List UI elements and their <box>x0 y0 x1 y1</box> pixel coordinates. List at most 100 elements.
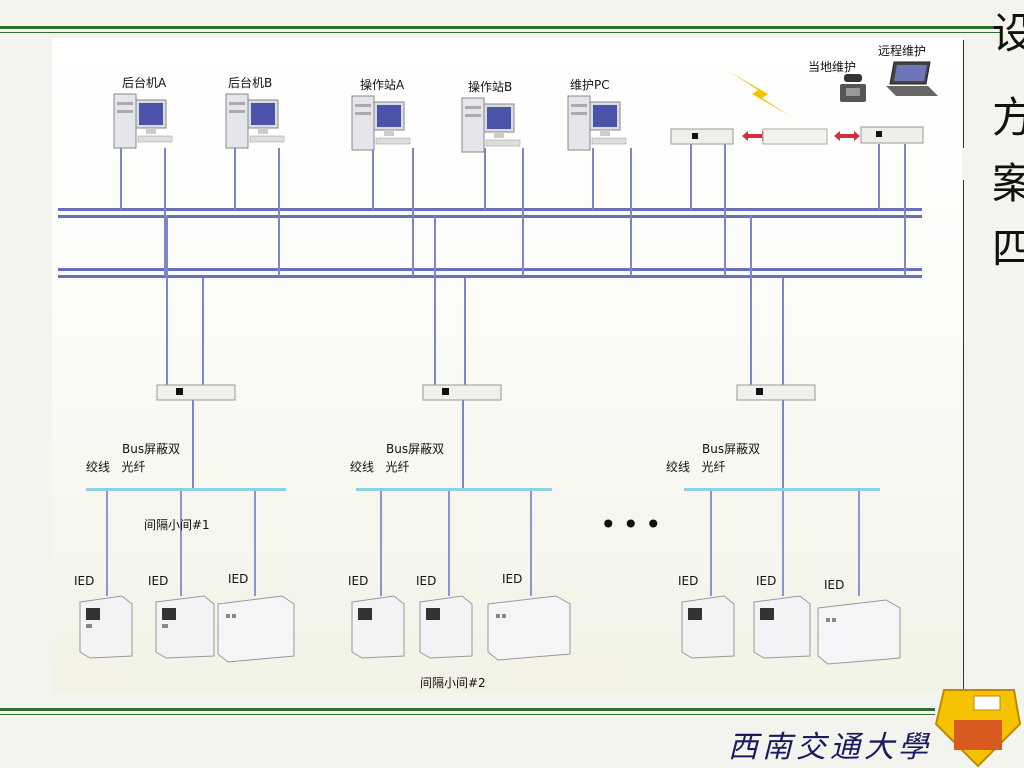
bay2-ied2-label: IED <box>416 574 437 588</box>
bay3-cable-label-2: 绞线 光纤 <box>666 460 726 474</box>
computer-icon <box>351 95 411 151</box>
bay1-uplink-1 <box>166 215 168 385</box>
station-bus-lower <box>58 268 922 271</box>
bay1-name: 间隔小间#1 <box>144 518 210 532</box>
drop-e1 <box>592 148 594 210</box>
computer-icon <box>113 93 173 149</box>
ied-device-icon <box>155 595 215 659</box>
drop-modem2 <box>724 144 726 276</box>
bay3-ied3-drop <box>858 491 860 596</box>
network-diagram: 后台机A 后台机B 操作站A 操作站B 维护PC <box>52 38 962 693</box>
bay1-ied3-label: IED <box>228 572 249 586</box>
workstation-label-d: 操作站B <box>468 80 513 94</box>
bay3-switch-icon <box>736 384 816 401</box>
workstation-label-b: 后台机B <box>228 76 273 90</box>
bay1-ied1-drop <box>106 491 108 596</box>
bay2-uplink-1 <box>434 215 436 385</box>
modem-icon <box>670 128 734 145</box>
bay3-cable-label-1: Bus屏蔽双 <box>702 442 761 456</box>
bay2-ied3-label: IED <box>502 572 523 586</box>
bay1-switch-icon <box>156 384 236 401</box>
university-logo-icon <box>934 689 1022 768</box>
ied-device-icon <box>817 599 901 665</box>
bay2-switch-icon <box>422 384 502 401</box>
drop-a1 <box>120 148 122 210</box>
bay1-ied3-drop <box>254 491 256 596</box>
ied-device-icon <box>681 595 735 659</box>
modem-icon <box>860 126 924 144</box>
bay1-ied1-label: IED <box>74 574 95 588</box>
bay1-ied2-label: IED <box>148 574 169 588</box>
telephone-icon <box>840 74 866 102</box>
bay2-ied1-drop <box>380 491 382 596</box>
station-bus-upper <box>58 208 922 211</box>
station-bus-lower-2 <box>58 275 922 278</box>
remote-maintenance-label: 远程维护 <box>878 44 927 58</box>
bay2-field-bus <box>356 488 552 491</box>
ied-device-icon <box>419 595 473 659</box>
bay1-cable-label-2: 绞线 光纤 <box>86 460 146 474</box>
workstation-label-e: 维护PC <box>570 78 610 92</box>
drop-e2 <box>630 148 632 276</box>
station-bus-upper-2 <box>58 215 922 218</box>
top-border-line <box>0 26 1000 29</box>
drop-b1 <box>234 148 236 210</box>
ied-device-icon <box>79 595 133 659</box>
bay3-switch-down <box>782 400 784 490</box>
bay3-ied2-drop <box>782 491 784 596</box>
drop-c1 <box>372 148 374 210</box>
drop-a2 <box>164 148 166 276</box>
drop-c2 <box>412 148 414 276</box>
ied-device-icon <box>487 595 571 661</box>
side-title-char-3: 案 <box>992 159 1024 208</box>
bay3-ied2-label: IED <box>756 574 777 588</box>
double-arrow-icon <box>742 131 768 141</box>
bay3-ied1-label: IED <box>678 574 699 588</box>
bay2-switch-down <box>462 400 464 490</box>
bay1-switch-down <box>192 400 194 490</box>
bay2-ied1-label: IED <box>348 574 369 588</box>
bay2-uplink-2 <box>464 278 466 385</box>
bay3-uplink-2 <box>782 278 784 385</box>
bay2-name: 间隔小间#2 <box>420 676 486 690</box>
bay2-cable-label-1: Bus屏蔽双 <box>386 442 445 456</box>
double-arrow-icon <box>834 131 860 141</box>
bay2-ied3-drop <box>530 491 532 596</box>
side-title-char-1: 设 <box>992 9 1024 58</box>
drop-modem1 <box>690 144 692 210</box>
modem-icon <box>762 128 828 145</box>
drop-modem4 <box>904 144 906 276</box>
right-vertical-line <box>963 40 964 148</box>
bay2-ied2-drop <box>448 491 450 596</box>
side-title-char-4: 四 <box>992 224 1024 273</box>
top-border-line-2 <box>0 32 1000 33</box>
workstation-label-a: 后台机A <box>122 76 167 90</box>
drop-d1 <box>484 148 486 210</box>
workstation-label-c: 操作站A <box>360 78 405 92</box>
bay3-field-bus <box>684 488 880 491</box>
right-vertical-line-2 <box>963 180 964 700</box>
ied-device-icon <box>217 595 295 663</box>
bay1-field-bus <box>86 488 286 491</box>
drop-modem3 <box>878 144 880 210</box>
bottom-border-line-2 <box>0 714 935 715</box>
bay1-uplink-2 <box>202 278 204 385</box>
bay3-ied1-drop <box>710 491 712 596</box>
university-name: 西南交通大學 <box>728 730 932 765</box>
bay3-ied3-label: IED <box>824 578 845 592</box>
drop-b2 <box>278 148 280 276</box>
computer-icon <box>567 95 627 151</box>
bay1-ied2-drop <box>180 491 182 596</box>
lightning-icon <box>730 72 790 116</box>
computer-icon <box>461 97 521 153</box>
drop-d2 <box>522 148 524 276</box>
bottom-border-line <box>0 708 935 711</box>
computer-icon <box>225 93 285 149</box>
more-bays-ellipsis: ••• <box>600 508 668 541</box>
ied-device-icon <box>753 595 811 659</box>
bay1-cable-label-1: Bus屏蔽双 <box>122 442 181 456</box>
laptop-icon <box>886 61 938 96</box>
ied-device-icon <box>351 595 405 659</box>
local-maintenance-label: 当地维护 <box>808 60 857 74</box>
side-title-char-2: 方 <box>992 93 1024 142</box>
